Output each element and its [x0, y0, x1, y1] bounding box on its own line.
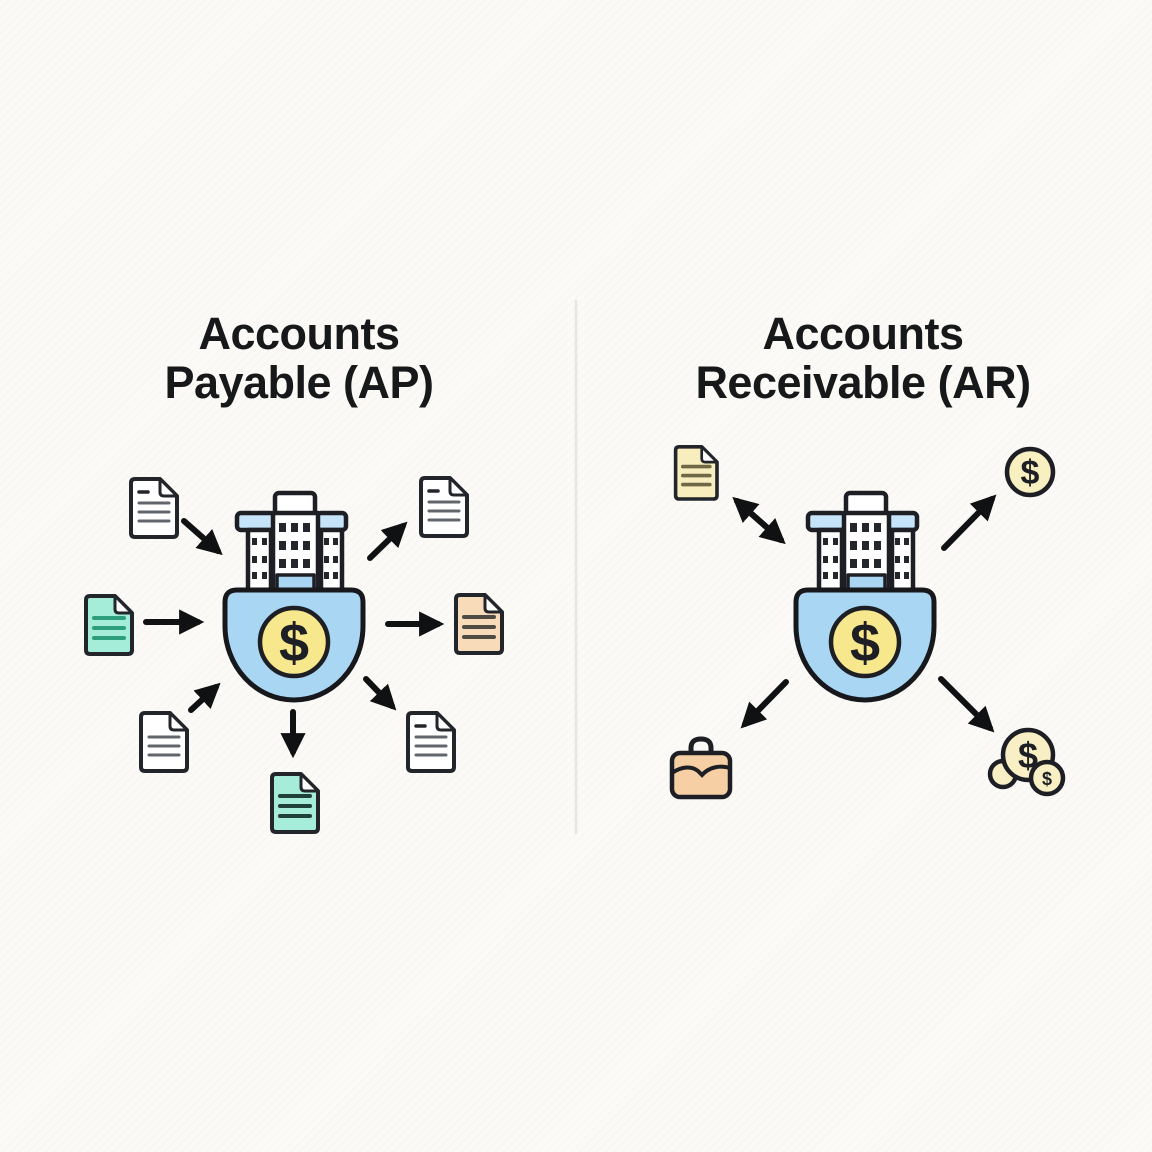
coin-circle [828, 605, 902, 679]
dollar-sign: $ [850, 613, 880, 673]
arrow-out-bottomright [363, 676, 397, 711]
coin-circle [257, 605, 331, 679]
title-line: Accounts [762, 308, 964, 359]
document-icon-top-left [129, 477, 179, 539]
building-roof-left [805, 510, 848, 533]
document-icon-bottom-right [406, 711, 456, 773]
document-icon-mid-left [84, 594, 134, 656]
document-icon-bottom-left [139, 711, 189, 773]
small-coin-right [1028, 759, 1066, 797]
title-line: Payable (AP) [164, 357, 434, 408]
dollar-sign: $ [1021, 454, 1040, 492]
title-line: Accounts [198, 308, 400, 359]
arrow-invoice-exchange-in [732, 496, 784, 543]
building-roof-right [314, 510, 349, 533]
arrow-to-briefcase [740, 679, 789, 729]
ap-panel-title: Accounts Payable (AP) [11, 309, 587, 407]
building-windows [252, 523, 338, 579]
building-money-icon: $ [793, 490, 937, 703]
dollar-sign: $ [1018, 735, 1038, 776]
arrow-to-coins [938, 676, 995, 733]
document-icon-mid-right [454, 593, 504, 655]
ar-panel-title: Accounts Receivable (AR) [575, 309, 1151, 407]
building-tower-left [245, 527, 274, 595]
building-roof-right [885, 510, 920, 533]
document-icon-bottom-center [270, 772, 320, 834]
arrow-invoice-in-topleft [181, 518, 223, 556]
arrow-out-topright [367, 521, 408, 561]
building-roof-left [234, 510, 277, 533]
dollar-sign: $ [279, 613, 309, 673]
document-icon-top-right [419, 476, 469, 538]
building-windows [823, 523, 909, 579]
briefcase-icon [669, 736, 733, 800]
arrow-receipt-in-bottomleft [188, 682, 221, 713]
building-tower-left [816, 527, 845, 595]
arrow-to-coin [941, 494, 997, 551]
title-line: Receivable (AR) [695, 357, 1031, 408]
building-money-icon: $ [222, 490, 366, 703]
dollar-sign: $ [1042, 769, 1052, 789]
document-icon-invoice [673, 445, 719, 501]
coins-icon: $ $ [987, 727, 1066, 797]
coin-icon: $ [1004, 446, 1056, 498]
